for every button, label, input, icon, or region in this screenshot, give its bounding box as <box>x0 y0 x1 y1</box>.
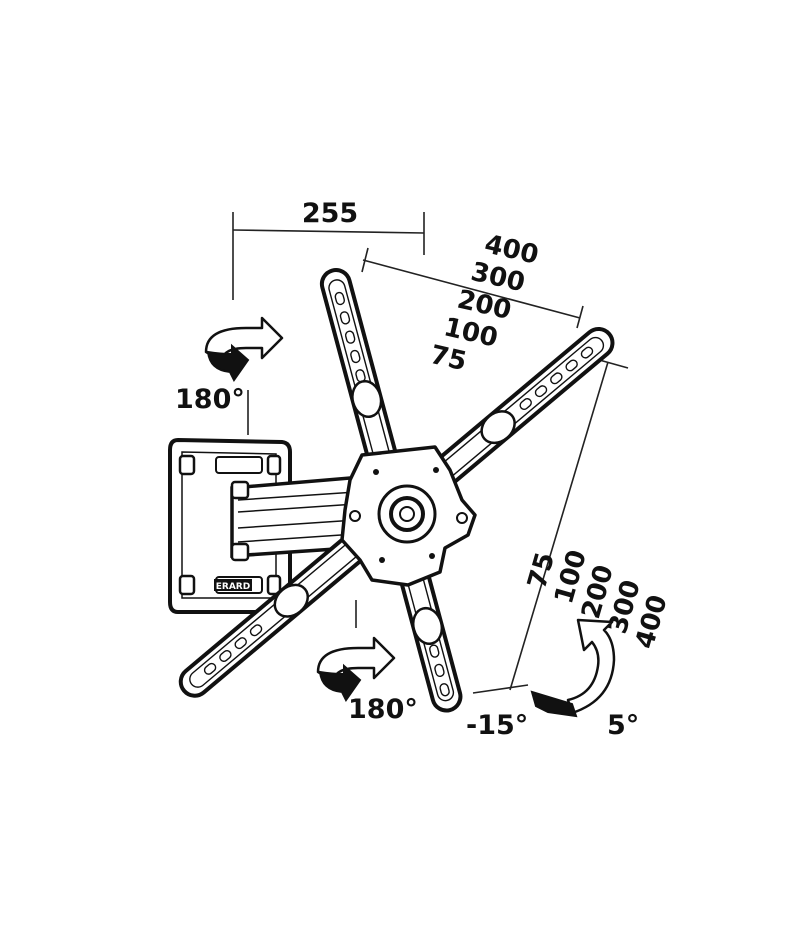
tilt-down-label: -15° <box>466 710 528 741</box>
width-label: 255 <box>302 198 358 229</box>
vesa-horizontal-dimension: 75 100 200 300 400 <box>472 355 674 694</box>
wall-swivel-label: 180° <box>175 384 245 415</box>
arm-swivel-label: 180° <box>348 694 418 725</box>
brand-plate-label: ERARD <box>216 582 250 592</box>
tilt-up-label: 5° <box>607 710 639 741</box>
rotate-arrow-icon <box>204 316 284 382</box>
width-dimension: 255 <box>232 198 425 435</box>
center-hub <box>340 445 477 587</box>
rotate-arrow-icon <box>316 600 396 702</box>
tilt-arrow-icon <box>530 618 616 718</box>
